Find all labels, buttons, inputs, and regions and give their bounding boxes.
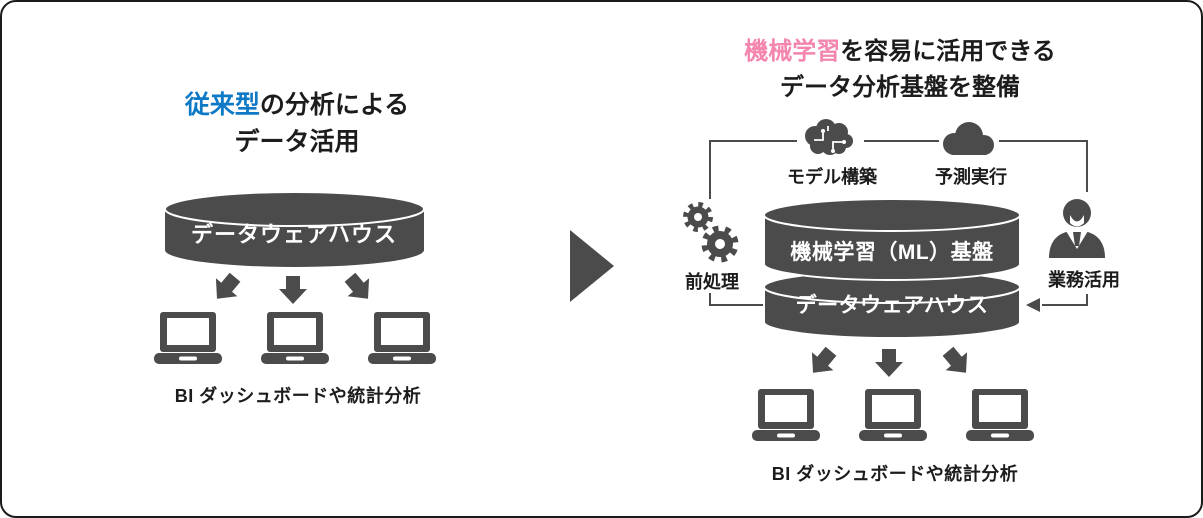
ml-band-label: 機械学習（ML）基盤 — [790, 241, 994, 264]
down-arrow-icon — [344, 272, 370, 299]
right-title-rest: を容易に活用できる — [840, 38, 1056, 65]
left-caption: BI ダッシュボードや統計分析 — [174, 386, 422, 406]
cylinder-top — [164, 191, 425, 227]
laptop-icon — [859, 389, 927, 441]
down-arrow-icon — [875, 349, 903, 377]
right-database-cylinder — [763, 198, 1021, 339]
down-arrow-icon — [811, 346, 837, 373]
left-title-highlight: 従来型 — [184, 91, 260, 119]
cloud-icon — [943, 122, 994, 155]
model-building-label: モデル構築 — [787, 167, 877, 187]
laptop-icon — [261, 312, 329, 364]
laptop-icon — [154, 312, 222, 364]
business-person-icon — [1049, 199, 1105, 258]
brain-icon — [805, 119, 853, 155]
left-title-line2: データ活用 — [234, 128, 360, 156]
connector-bottom-left — [709, 293, 764, 306]
connector-lines — [709, 140, 1088, 306]
business-use-label: 業務活用 — [1048, 270, 1120, 290]
laptop-icon — [752, 389, 820, 441]
dwh-band-label: データウェアハウス — [795, 294, 989, 317]
connector-bottom-right — [1042, 294, 1088, 306]
left-title: 従来型の分析による データ活用 — [185, 87, 409, 161]
prediction-label: 予測実行 — [935, 167, 1007, 187]
right-title: 機械学習を容易に活用できる データ分析基盤を整備 — [744, 34, 1056, 106]
connector-top-left — [709, 140, 797, 199]
connector-top-right — [999, 140, 1088, 192]
down-arrow-icon — [215, 272, 241, 299]
down-arrow-icon — [279, 276, 307, 304]
down-arrow-icon — [942, 346, 968, 373]
gears-icon — [683, 202, 739, 263]
right-title-highlight: 機械学習 — [744, 38, 841, 65]
right-fan-arrows — [811, 346, 968, 377]
right-title-line1: 機械学習を容易に活用できる — [744, 34, 1056, 70]
left-cylinder-label: データウェアハウス — [190, 222, 398, 247]
right-laptops — [752, 389, 1034, 441]
ml-band-top — [763, 198, 1021, 232]
left-title-line1: 従来型の分析による — [185, 87, 409, 124]
right-caption: BI ダッシュボードや統計分析 — [771, 464, 1019, 484]
right-title-line2: データ分析基盤を整備 — [780, 74, 1020, 101]
laptop-icon — [368, 312, 436, 364]
left-laptops — [154, 312, 436, 364]
left-arrowhead-icon — [1026, 298, 1040, 312]
left-fan-arrows — [215, 272, 370, 304]
left-title-rest: の分析による — [259, 91, 410, 119]
right-triangle-arrow-icon — [570, 230, 614, 302]
left-database-cylinder — [164, 191, 425, 267]
preprocess-label: 前処理 — [685, 272, 739, 292]
laptop-icon — [966, 389, 1034, 441]
